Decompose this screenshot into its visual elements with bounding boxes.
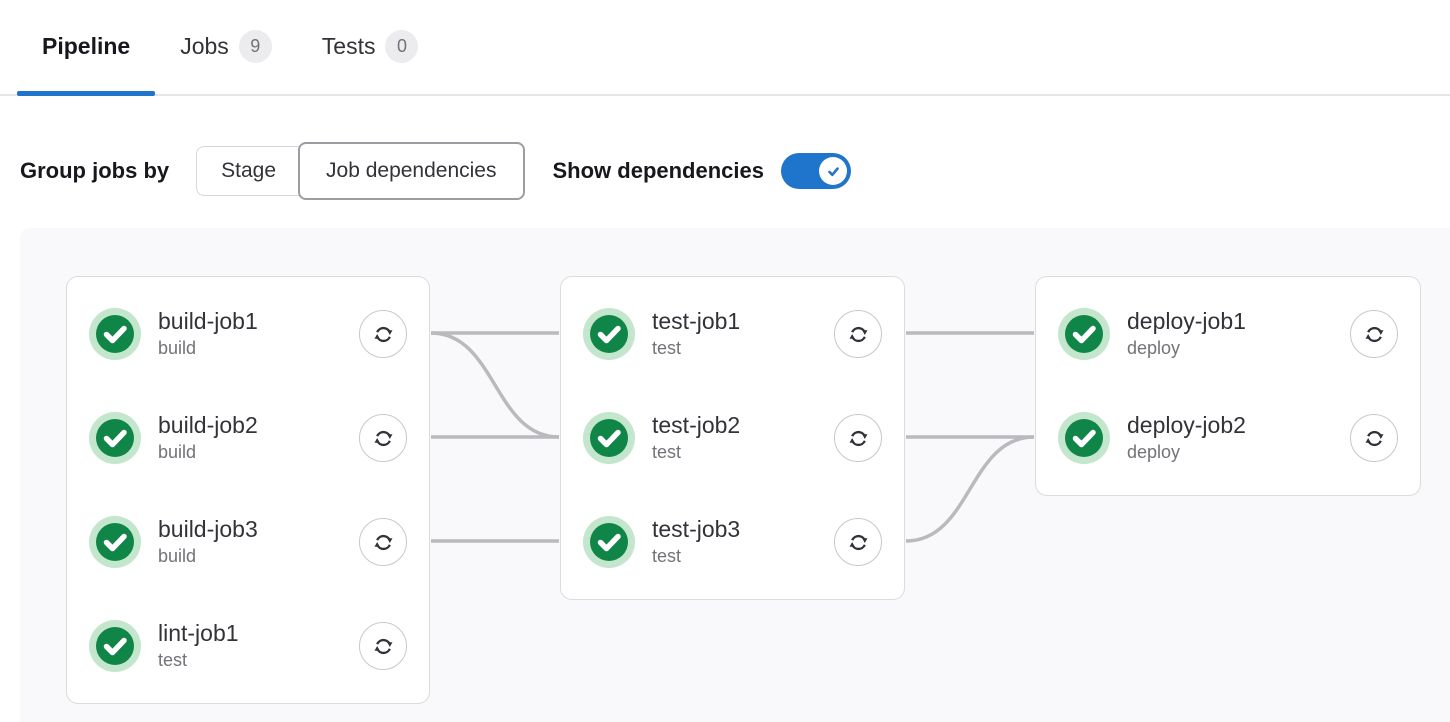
job-deploy-job1: deploy-job1 deploy xyxy=(1036,282,1420,386)
job-stage-label: deploy xyxy=(1127,442,1181,462)
status-success-icon xyxy=(89,308,141,360)
job-name-link[interactable]: build-job2 xyxy=(158,412,258,439)
job-stage-label: build xyxy=(158,546,197,566)
job-stage-label: test xyxy=(652,442,682,462)
job-group-card: deploy-job1 deploy deploy-job2 deploy xyxy=(1035,276,1421,496)
job-info: lint-job1 test xyxy=(158,620,239,671)
status-success-icon xyxy=(1058,412,1110,464)
job-name-link[interactable]: build-job1 xyxy=(158,308,258,335)
job-info: build-job1 build xyxy=(158,308,258,359)
job-test-job3: test-job3 test xyxy=(561,490,904,594)
edge-build-job1-to-test-job2 xyxy=(430,331,560,439)
retry-job-button[interactable] xyxy=(834,310,882,358)
tab-label: Tests xyxy=(321,32,376,59)
job-info: build-job2 build xyxy=(158,412,258,463)
edge-test-job3-to-deploy-job2 xyxy=(905,435,1035,543)
pipeline-graph: build-job1 build build-job2 build build-jo… xyxy=(20,228,1450,722)
job-build-job3: build-job3 build xyxy=(67,490,429,594)
toggle-knob xyxy=(819,157,847,185)
status-success-icon xyxy=(583,308,635,360)
job-info: test-job2 test xyxy=(652,412,740,463)
show-dependencies-label: Show dependencies xyxy=(552,158,765,183)
retry-job-button[interactable] xyxy=(359,310,407,358)
job-build-job2: build-job2 build xyxy=(67,386,429,490)
job-stage-label: build xyxy=(158,442,197,462)
retry-icon xyxy=(372,635,395,658)
status-success-icon xyxy=(89,412,141,464)
job-name-link[interactable]: build-job3 xyxy=(158,516,258,543)
tab-label: Pipeline xyxy=(42,32,131,59)
status-success-icon xyxy=(89,620,141,672)
retry-icon xyxy=(372,323,395,346)
job-stage-label: build xyxy=(158,338,197,358)
status-success-icon xyxy=(583,516,635,568)
group-jobs-by-label: Group jobs by xyxy=(20,158,170,183)
retry-job-button[interactable] xyxy=(1350,310,1398,358)
job-info: build-job3 build xyxy=(158,516,258,567)
show-dependencies-toggle[interactable] xyxy=(781,153,851,189)
job-name-link[interactable]: test-job1 xyxy=(652,308,741,335)
tab-count-badge: 0 xyxy=(385,29,419,63)
job-lint-job1: lint-job1 test xyxy=(67,594,429,698)
tab-jobs[interactable]: Jobs 9 xyxy=(155,0,297,94)
retry-job-button[interactable] xyxy=(359,518,407,566)
status-success-icon xyxy=(89,516,141,568)
retry-icon xyxy=(1363,427,1386,450)
group-by-stage-button[interactable]: Stage xyxy=(196,146,301,196)
job-info: deploy-job2 deploy xyxy=(1127,412,1246,463)
job-name-link[interactable]: deploy-job1 xyxy=(1127,308,1246,335)
check-icon xyxy=(827,166,839,176)
job-name-link[interactable]: test-job3 xyxy=(652,516,741,543)
status-success-icon xyxy=(583,412,635,464)
pipeline-tabs: Pipeline Jobs 9 Tests 0 xyxy=(0,0,1450,96)
retry-icon xyxy=(1363,323,1386,346)
status-success-icon xyxy=(1058,308,1110,360)
retry-job-button[interactable] xyxy=(834,414,882,462)
retry-icon xyxy=(372,531,395,554)
retry-job-button[interactable] xyxy=(359,622,407,670)
retry-job-button[interactable] xyxy=(1350,414,1398,462)
job-stage-label: test xyxy=(652,546,682,566)
job-deploy-job2: deploy-job2 deploy xyxy=(1036,386,1420,490)
retry-icon xyxy=(847,427,870,450)
tab-pipeline[interactable]: Pipeline xyxy=(17,0,156,96)
job-group-card: build-job1 build build-job2 build build-jo… xyxy=(66,276,430,704)
job-info: test-job1 test xyxy=(652,308,740,359)
job-name-link[interactable]: deploy-job2 xyxy=(1127,412,1246,439)
tab-count-badge: 9 xyxy=(238,29,272,63)
tab-label: Jobs xyxy=(180,32,229,59)
job-stage-label: deploy xyxy=(1127,338,1181,358)
retry-job-button[interactable] xyxy=(834,518,882,566)
job-info: deploy-job1 deploy xyxy=(1127,308,1246,359)
job-stage-label: test xyxy=(652,338,682,358)
job-stage-label: test xyxy=(158,650,188,670)
retry-icon xyxy=(847,323,870,346)
job-name-link[interactable]: test-job2 xyxy=(652,412,741,439)
retry-icon xyxy=(847,531,870,554)
job-name-link[interactable]: lint-job1 xyxy=(158,620,239,647)
job-test-job1: test-job1 test xyxy=(561,282,904,386)
job-info: test-job3 test xyxy=(652,516,740,567)
group-by-job-dependencies-button[interactable]: Job dependencies xyxy=(298,142,525,200)
job-test-job2: test-job2 test xyxy=(561,386,904,490)
job-build-job1: build-job1 build xyxy=(67,282,429,386)
tab-tests[interactable]: Tests 0 xyxy=(297,0,444,94)
retry-job-button[interactable] xyxy=(359,414,407,462)
retry-icon xyxy=(372,427,395,450)
